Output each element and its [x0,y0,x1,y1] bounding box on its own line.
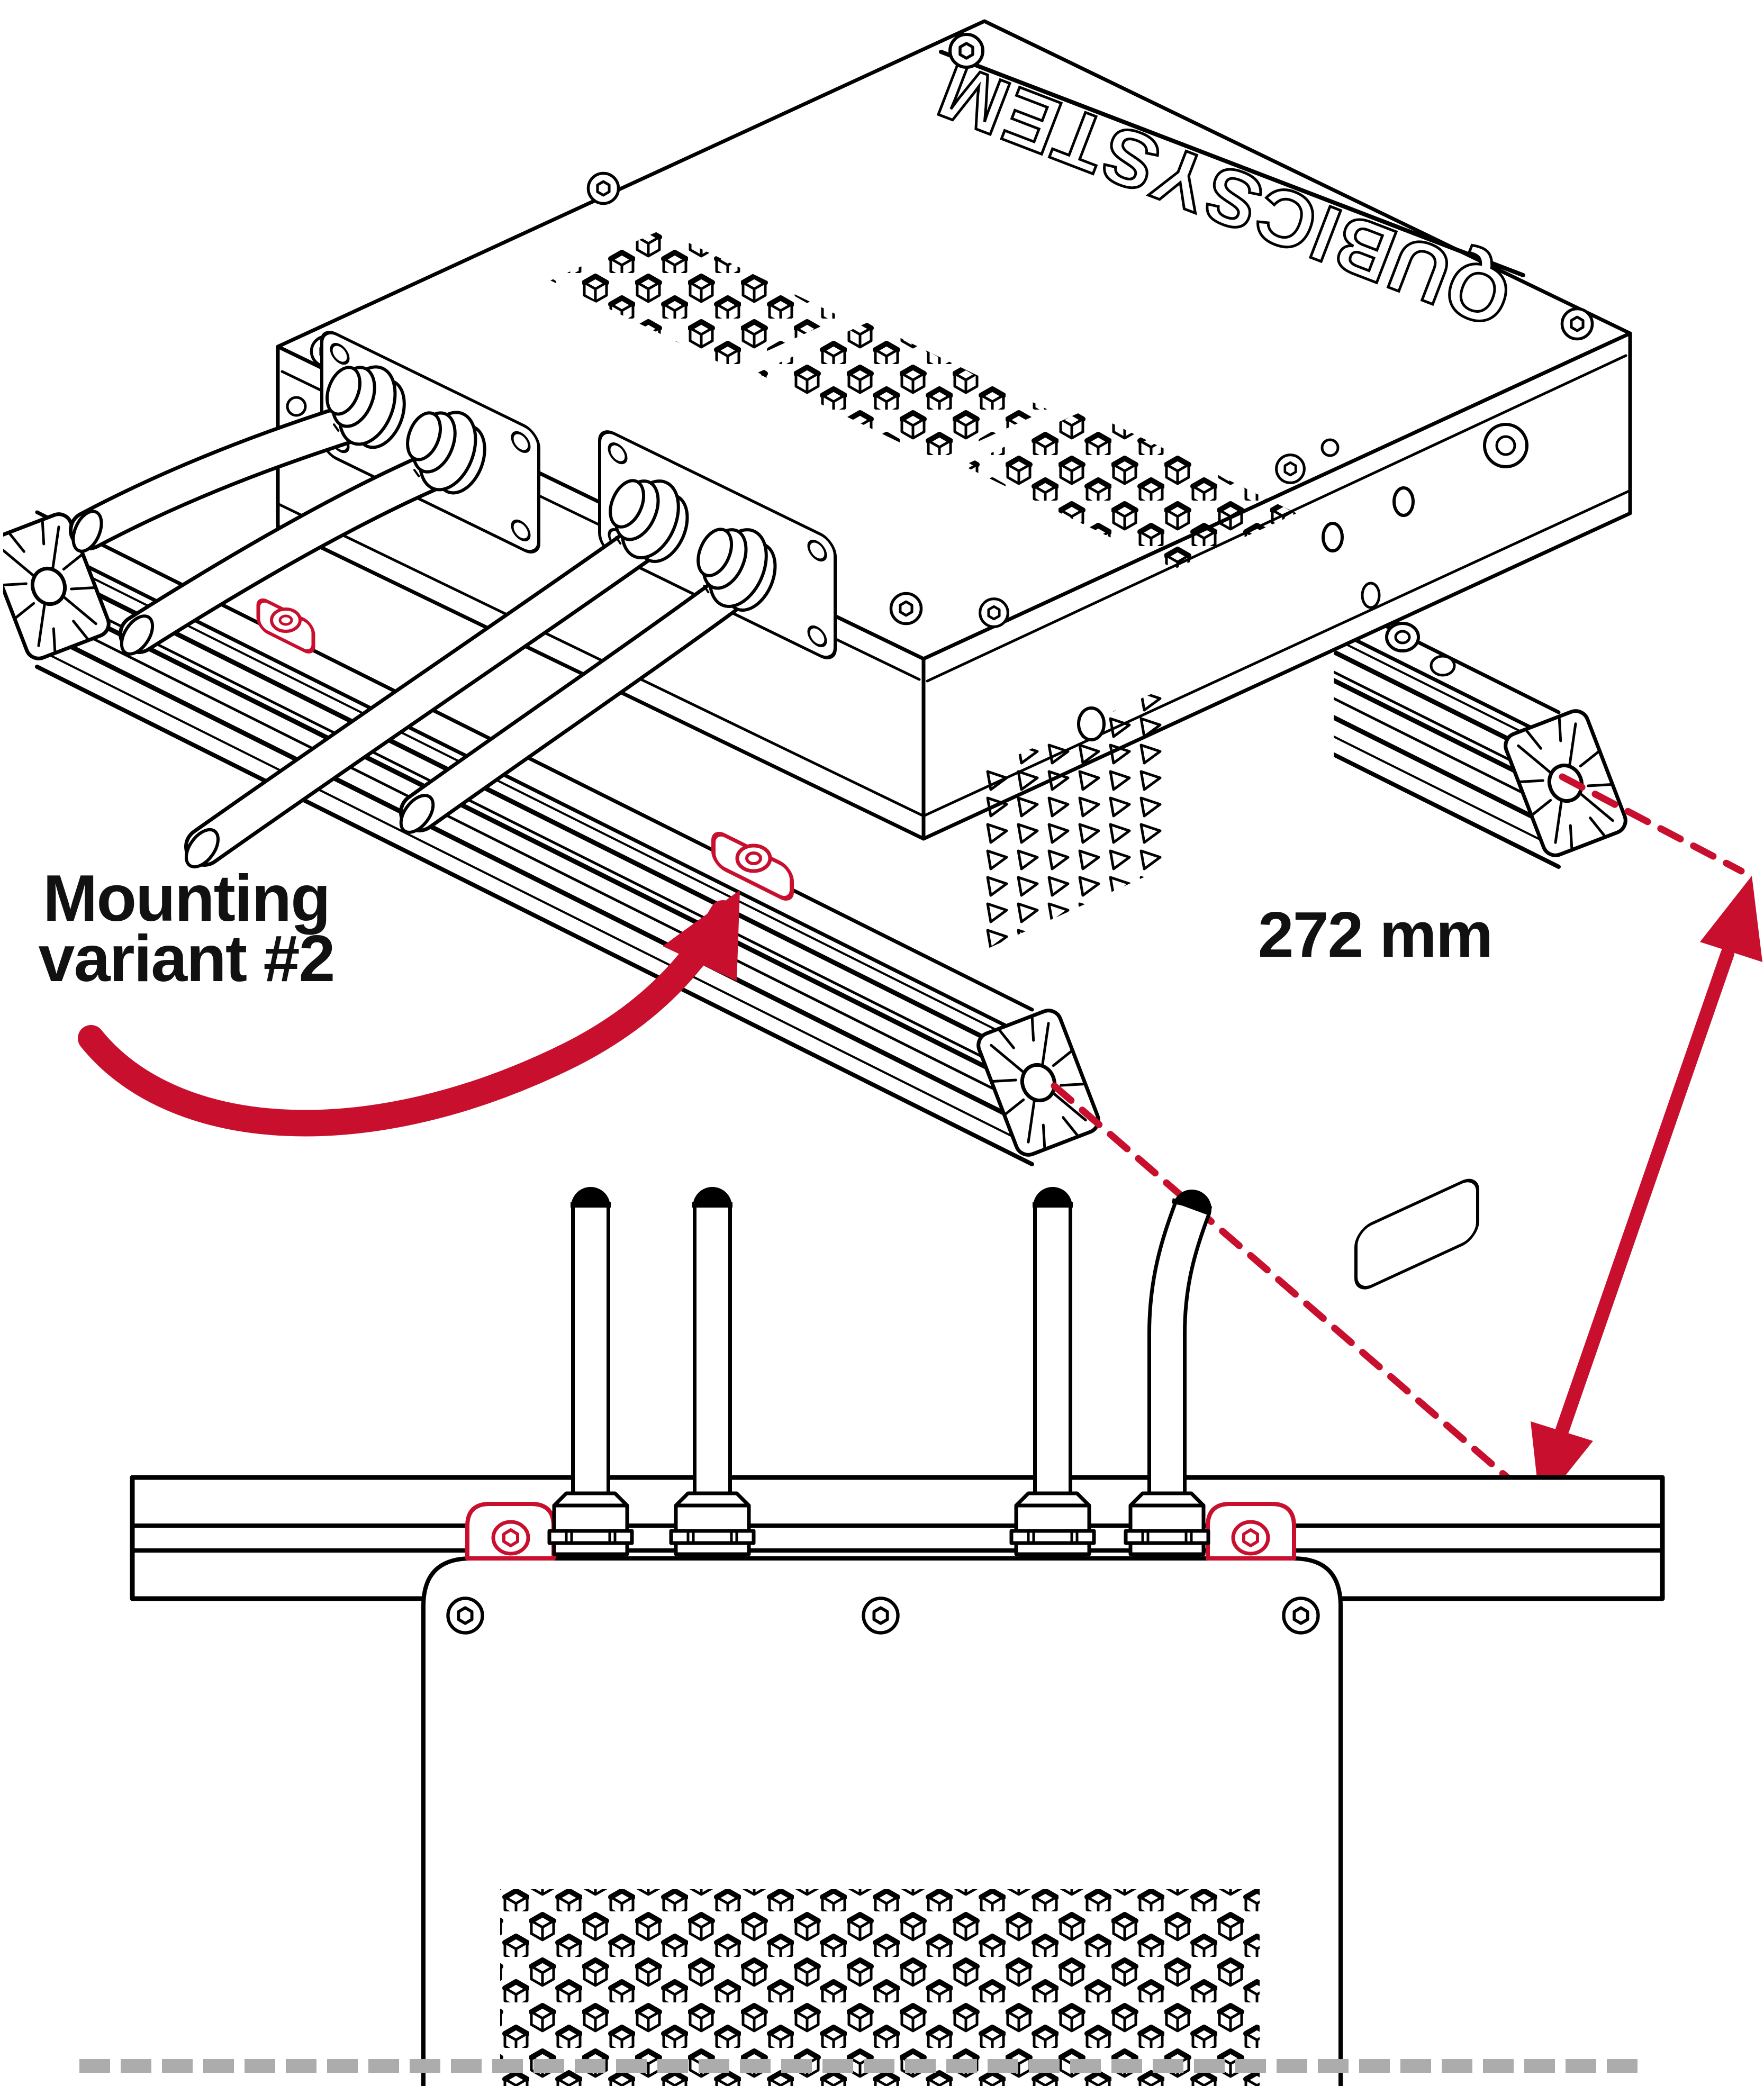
cable-gland [1009,1491,1096,1558]
callout-curved-arrow [78,900,736,1137]
red-bracket-left [465,1502,556,1561]
cable [692,1187,732,1517]
bracket-screw-icon [1231,1520,1270,1556]
isometric-view: QUBICSYSTEM [0,19,1762,1507]
arrowhead-icon [663,890,740,981]
cable-gland [1124,1491,1210,1558]
left-face-hole [286,396,307,417]
front-vent-patch [500,1889,1260,2086]
callout-text-line1: Mounting [43,862,330,935]
cable-gland [547,1491,634,1558]
cable [1147,1190,1213,1517]
side-hole [1361,582,1381,609]
arrowhead-icon [1700,876,1762,962]
dimension-272mm: 272 mm [1051,773,1762,1507]
cable [571,1187,611,1517]
extension-line [1051,1082,1534,1501]
front-cable-glands [547,1491,1210,1558]
tab-screw-icon [1385,622,1420,652]
dimension-label: 272 mm [1258,899,1492,971]
cable [184,508,683,869]
cables [69,353,788,869]
dimension-arrow-line [1555,947,1734,1437]
washer-screw-icon [1483,423,1528,468]
top-vent-clusters [550,230,1297,569]
front-cables [571,1187,1213,1517]
callout-text-line2: variant #2 [38,922,334,995]
top-hole [1320,438,1340,457]
extension-line [1559,773,1745,875]
side-vent-patch [979,688,1164,953]
side-hole [1392,486,1415,517]
front-view [79,1187,1665,2086]
tnut-plate-highlight-left [256,598,315,654]
tnut-plate-highlight-main [711,831,794,901]
side-hole [1322,522,1344,552]
rear-mounting-tab [1354,622,1479,1290]
callout-mounting-variant: Mounting variant #2 [38,862,740,1137]
bracket-screw-icon [491,1520,530,1556]
side-screw-icon [1077,706,1106,741]
tab-hole [1430,655,1456,677]
cable [1033,1187,1073,1517]
cable [399,557,771,834]
red-bracket-right [1206,1502,1296,1561]
rear-rail [1334,566,1629,869]
cable-gland [669,1491,756,1558]
